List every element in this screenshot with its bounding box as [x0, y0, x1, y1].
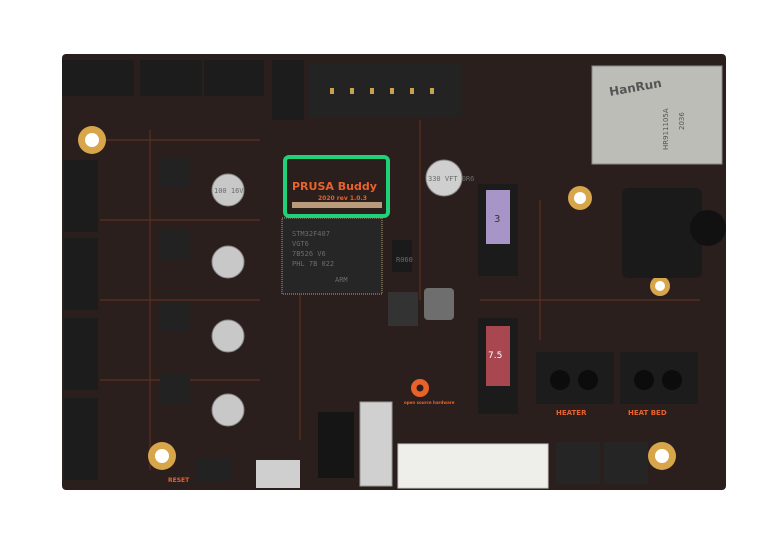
inductor	[388, 292, 418, 326]
fuse-top-label: 3	[494, 214, 500, 225]
board-revision: 2020 rev 1.0.3	[318, 195, 367, 202]
heatbed-label: HEAT BED	[628, 409, 667, 417]
reset-button	[196, 458, 232, 482]
heater-label: HEATER	[556, 409, 587, 417]
highlight-box	[283, 155, 390, 218]
inductor	[424, 288, 454, 320]
white-connector	[397, 443, 549, 489]
fuse-top	[486, 190, 510, 244]
fan-connector	[556, 442, 600, 484]
arm-logo: ARM	[335, 276, 348, 284]
mcu-line: VGT6	[292, 240, 309, 248]
fuse-bottom	[486, 326, 510, 386]
mcu-chip	[281, 217, 383, 295]
usb-a-port	[359, 401, 393, 487]
resistor-label: R060	[396, 256, 413, 264]
mcu-line: PHL 7B 022	[292, 260, 334, 268]
ethernet-model: HR911105A	[662, 108, 670, 150]
top-connectors	[62, 60, 462, 120]
power-jack	[622, 188, 702, 278]
mcu-line: STM32F407	[292, 230, 330, 238]
cap-label: 100 16V	[214, 187, 244, 195]
ethernet-code: 2036	[678, 112, 686, 130]
header-2x4	[318, 412, 354, 478]
micro-usb-port	[256, 460, 300, 488]
heater-connector	[536, 352, 614, 404]
board-name: PRUSA Buddy	[292, 180, 377, 193]
oshw-label: open source hardware	[404, 400, 455, 405]
reset-label: RESET	[168, 477, 190, 484]
fuse-bottom-label: 7.5	[488, 351, 502, 361]
heatbed-connector	[620, 352, 698, 404]
mounting-holes	[78, 126, 676, 470]
ethernet-jack	[591, 65, 723, 165]
cap-big-label: 330 VFT 0R6	[428, 175, 474, 183]
fan-connector	[604, 442, 648, 484]
capacitors	[211, 159, 463, 427]
driver-chips	[160, 158, 190, 404]
mcu-line: 7B526 V6	[292, 250, 326, 258]
left-connectors	[64, 160, 98, 480]
